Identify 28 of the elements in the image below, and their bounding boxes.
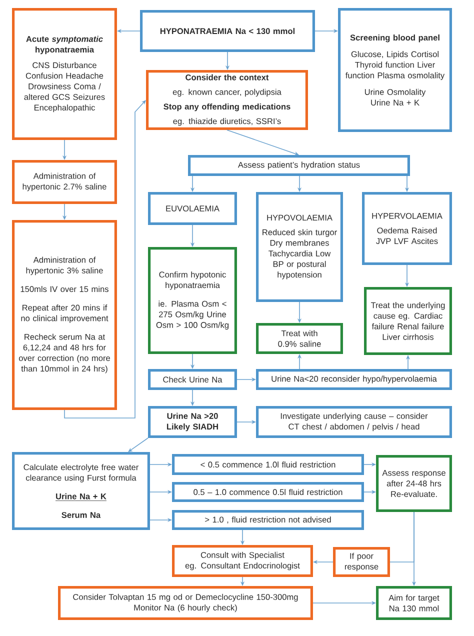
process-box: Treat the underlying cause eg. Cardiac failure Renal failure Liver cirrhosis xyxy=(364,287,452,355)
process-box: Administration of hypertonic 3% saline 150mls IV over 15 mins Repeat after 20 mins if no clinical improvement Recheck serum Na at 6,12,24 and 48 hrs for over correction (no more than 10mmol in 24 hrs) xyxy=(12,220,117,410)
process-box: Consider the context eg. known cancer, polydipsia Stop any offending medications eg. thiazide diuretics, SSRI’s xyxy=(146,70,308,130)
process-box: Urine Na >20 Likely SIADH xyxy=(148,406,237,438)
process-box: Assess patient’s hydration status xyxy=(188,155,410,176)
symptom-box: Acute symptomatic hyponatraemia CNS Disturbance Confusion Headache Drowsiness Coma / altered GCS Seizures Encephalopathic xyxy=(12,8,117,140)
process-box: Consider Tolvaptan 15 mg od or Demeclocycline 150-300mg Monitor Na (6 hourly check) xyxy=(58,586,313,620)
arrow xyxy=(64,100,146,418)
info-box: HYPERVOLAEMIA Oedema Raised JVP LVF Ascites xyxy=(362,192,452,265)
title-box: HYPONATRAEMIA Na < 130 mmol xyxy=(140,10,315,52)
process-box: Calculate electrolyte free water clearance using Furst formula Urine Na + K Serum Na xyxy=(12,452,150,530)
arrow xyxy=(128,438,148,452)
process-box: Aim for target Na 130 mmol xyxy=(376,586,452,620)
process-box: If poor response xyxy=(333,547,390,577)
process-box: Treat with 0.9% saline xyxy=(256,323,343,354)
process-box: > 1.0 , fluid restriction not advised xyxy=(172,510,364,530)
process-box: 0.5 – 1.0 commence 0.5l fluid restriction xyxy=(172,482,364,502)
process-box: Check Urine Na xyxy=(148,369,237,390)
process-box: Confirm hypotonic hyponatraemia ie. Plasma Osm < 275 Osm/kg Urine Osm > 100 Osm/kg xyxy=(148,247,237,354)
process-box: Investigate underlying cause – consider CT chest / abdomen / pelvis / head xyxy=(256,406,452,438)
process-box: < 0.5 commence 1.0l fluid restriction xyxy=(172,454,364,475)
info-box: HYPOVOLAEMIA Reduced skin turgor Dry membranes Tachycardia Low BP or postural hypotension xyxy=(256,192,343,302)
process-box: Consult with Specialist eg. Consultant Endocrinologist xyxy=(172,545,313,577)
process-box: Urine Na<20 reconsider hypo/hypervolaemia xyxy=(256,369,452,390)
process-box: Administration of hypertonic 2.7% saline xyxy=(12,160,117,204)
process-box: EUVOLAEMIA xyxy=(148,192,237,225)
info-box: Screening blood panel Glucose, Lipids Cortisol Thyroid function Liver function Plasma osmolality Urine Osmolality Urine Na + K xyxy=(338,8,452,132)
process-box: Assess response after 24-48 hrs Re-evaluate. xyxy=(376,455,452,512)
